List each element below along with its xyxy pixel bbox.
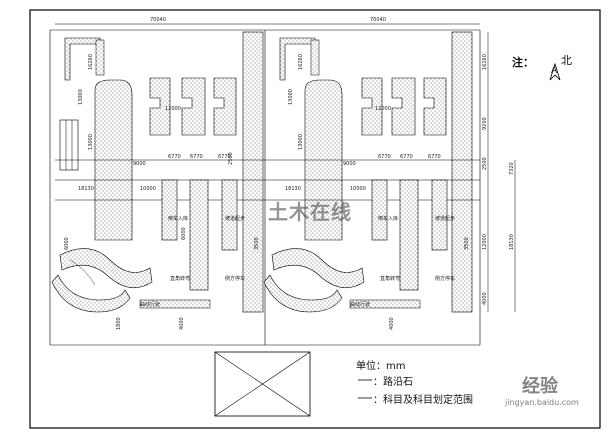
svg-text:12000: 12000: [165, 106, 181, 112]
svg-text:9000: 9000: [343, 161, 356, 167]
svg-text:4000: 4000: [389, 317, 395, 330]
svg-text:10000: 10000: [140, 186, 156, 192]
left-field: 16260 13000 13000 6000 18130 9000 6770 6…: [51, 31, 265, 330]
svg-text:2500: 2500: [228, 152, 234, 165]
svg-text:2500: 2500: [482, 157, 488, 170]
svg-text:12000: 12000: [375, 106, 391, 112]
svg-text:侧方停车: 侧方停车: [225, 275, 245, 282]
svg-text:6770: 6770: [428, 154, 441, 160]
north-arrow: [549, 62, 561, 81]
svg-text:7320: 7320: [509, 162, 515, 175]
svg-text:18130: 18130: [509, 234, 515, 250]
north-label: 注：: [512, 54, 534, 70]
svg-text:曲线行驶: 曲线行驶: [350, 301, 370, 308]
legend-box: [214, 351, 311, 417]
curb-legend-label: ：路沿石: [373, 377, 413, 388]
unit-value: mm: [386, 361, 406, 372]
svg-text:1800: 1800: [116, 317, 122, 330]
svg-text:倒车入库: 倒车入库: [168, 215, 188, 222]
watermark-site: jingyan.baidu.com: [505, 398, 579, 407]
svg-text:3500: 3500: [254, 237, 260, 250]
svg-text:13000: 13000: [78, 89, 84, 105]
svg-text:6770: 6770: [378, 154, 391, 160]
svg-text:13000: 13000: [288, 89, 294, 105]
svg-text:10000: 10000: [350, 186, 366, 192]
unit-row: 单位：mm: [356, 357, 405, 372]
svg-text:12000: 12000: [482, 234, 488, 250]
north-direction: 北: [561, 54, 572, 67]
svg-text:直角转弯: 直角转弯: [380, 275, 400, 282]
svg-text:4000: 4000: [179, 317, 185, 330]
svg-text:6770: 6770: [218, 154, 231, 160]
svg-text:侧方停车: 侧方停车: [435, 275, 455, 282]
watermark-center: 土木在线: [268, 200, 352, 224]
svg-text:坡道起步: 坡道起步: [225, 215, 245, 222]
svg-text:6770: 6770: [400, 154, 413, 160]
svg-text:13000: 13000: [298, 134, 304, 150]
dim-top-left: 70040: [150, 17, 166, 23]
svg-text:6000: 6000: [64, 237, 70, 250]
right-dimension-chain: 16260 9200 2500 7320 12000 18130 4000: [482, 32, 516, 312]
svg-text:9200: 9200: [482, 117, 488, 130]
svg-text:6770: 6770: [168, 154, 181, 160]
north-note: 注：: [512, 56, 534, 69]
north-arrow-letter: A: [551, 66, 558, 76]
watermark-corner: 经验: [522, 376, 558, 397]
svg-text:4000: 4000: [482, 292, 488, 305]
svg-text:直角转弯: 直角转弯: [170, 275, 190, 282]
svg-text:16260: 16260: [482, 54, 488, 70]
unit-label: 单位：: [356, 361, 386, 372]
right-field: 16260 13000 13000 18130 9000 6770 6770 6…: [263, 31, 480, 330]
svg-text:6770: 6770: [190, 154, 203, 160]
svg-text:16260: 16260: [298, 54, 304, 70]
dim-top-right: 70040: [370, 17, 386, 23]
svg-text:16260: 16260: [88, 54, 94, 70]
svg-text:曲线行驶: 曲线行驶: [140, 301, 160, 308]
svg-text:18130: 18130: [78, 186, 94, 192]
svg-text:13000: 13000: [88, 134, 94, 150]
svg-text:9000: 9000: [133, 161, 146, 167]
svg-text:坡道起步: 坡道起步: [435, 215, 455, 222]
svg-text:3500: 3500: [464, 237, 470, 250]
drawing-frame: [29, 9, 601, 429]
svg-text:倒车入库: 倒车入库: [378, 215, 398, 222]
range-legend-label: ：科目及科目划定范围: [373, 395, 473, 406]
svg-text:18130: 18130: [285, 186, 301, 192]
svg-text:6000: 6000: [181, 227, 187, 240]
